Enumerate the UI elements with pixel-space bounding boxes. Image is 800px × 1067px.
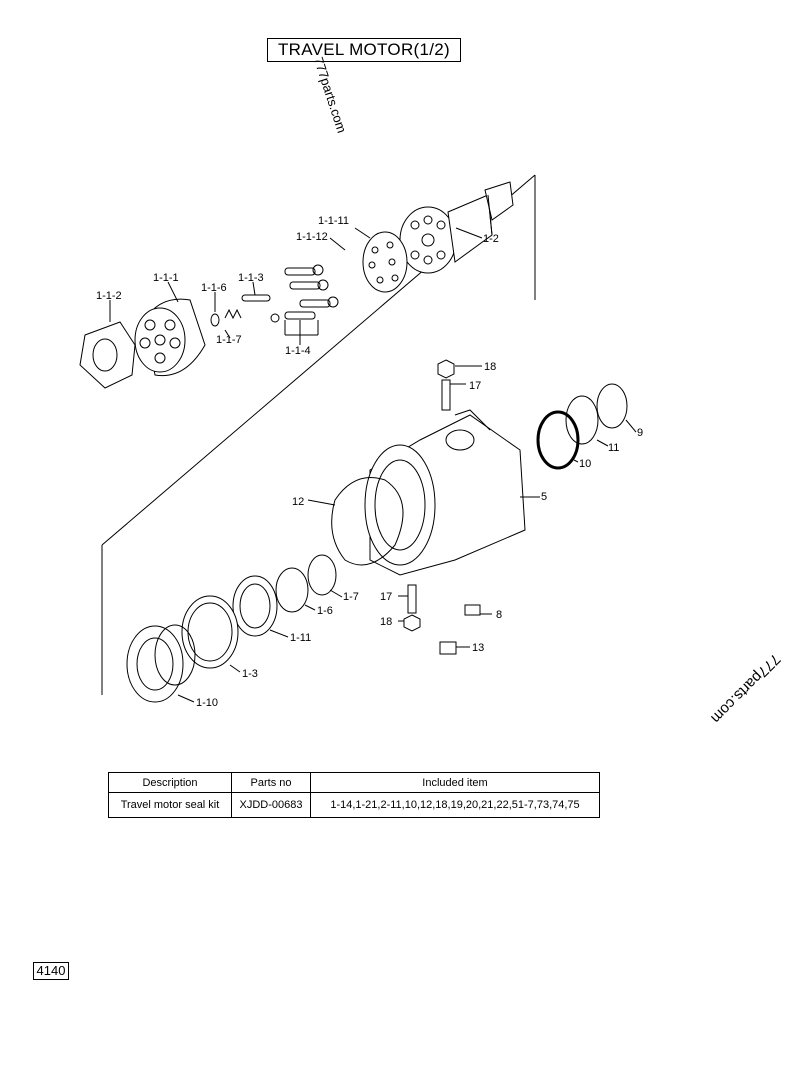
- ring-1-7-icon: [307, 554, 337, 596]
- bolt-lower-icon: [407, 584, 417, 614]
- gasket-icon: [331, 477, 404, 566]
- cylinder-block-icon: [134, 298, 206, 377]
- page-number: 4140: [33, 962, 69, 980]
- callout-1-1-7: 1-1-7: [216, 334, 242, 346]
- seal-10-icon: [536, 410, 580, 470]
- callout-1-1-4: 1-1-4: [285, 345, 311, 357]
- swash-plate-icon: [79, 321, 136, 389]
- housing-icon: [364, 409, 526, 576]
- bolt-icon: [441, 379, 451, 411]
- plate-icon: [362, 231, 408, 293]
- column-header-description: Description: [108, 772, 232, 793]
- callout-9: 9: [637, 427, 643, 439]
- callout-10: 10: [579, 458, 591, 470]
- column-header-parts-no: Parts no: [231, 772, 311, 793]
- callout-1-1-12: 1-1-12: [296, 231, 328, 243]
- callout-18-top: 18: [484, 361, 496, 373]
- callout-11: 11: [608, 442, 619, 454]
- washer-icon: [210, 313, 220, 327]
- shaft-icon: [399, 181, 514, 274]
- cell-included-item: 1-14,1-21,2-11,10,12,18,19,20,21,22,51-7…: [310, 792, 600, 818]
- seal-1-3-icon: [181, 595, 239, 669]
- callout-1-6: 1-6: [317, 605, 333, 617]
- ring-9-icon: [596, 383, 628, 429]
- callout-1-1-6: 1-1-6: [201, 282, 227, 294]
- cell-parts-no: XJDD-00683: [231, 792, 311, 818]
- callout-1-1-11: 1-1-11: [318, 215, 349, 227]
- callout-1-11: 1-11: [290, 632, 311, 644]
- callout-12: 12: [292, 496, 304, 508]
- callout-1-1-3: 1-1-3: [238, 272, 264, 284]
- nut-lower-icon: [403, 614, 421, 632]
- table-row: Travel motor seal kit XJDD-00683 1-14,1-…: [108, 792, 600, 818]
- page-title: TRAVEL MOTOR(1/2): [267, 38, 461, 62]
- callout-5: 5: [541, 491, 547, 503]
- callout-1-3: 1-3: [242, 668, 258, 680]
- callout-13: 13: [472, 642, 484, 654]
- callout-17-top: 17: [469, 380, 481, 392]
- spring-icon: [224, 308, 242, 320]
- ring-11-icon: [565, 395, 599, 445]
- callout-1-1-2: 1-1-2: [96, 290, 122, 302]
- plug-13-icon: [439, 641, 457, 655]
- callout-1-10: 1-10: [196, 697, 218, 709]
- callout-1-1-1: 1-1-1: [153, 272, 179, 284]
- ring-1-6-icon: [275, 567, 309, 613]
- callout-8: 8: [496, 609, 502, 621]
- cell-description: Travel motor seal kit: [108, 792, 232, 818]
- nut-icon: [437, 359, 455, 379]
- plug-8-icon: [464, 604, 481, 616]
- table-header-row: Description Parts no Included item: [108, 772, 600, 793]
- piston-icon: [241, 264, 339, 336]
- callout-1-7: 1-7: [343, 591, 359, 603]
- callout-18-bottom: 18: [380, 616, 392, 628]
- seal-kit-table: Description Parts no Included item Trave…: [108, 772, 600, 818]
- column-header-included-item: Included item: [310, 772, 600, 793]
- callout-1-2: 1-2: [483, 233, 499, 245]
- callout-17-bottom: 17: [380, 591, 392, 603]
- bearing-1-10-icon: [126, 624, 196, 703]
- bearing-1-11-icon: [232, 575, 278, 637]
